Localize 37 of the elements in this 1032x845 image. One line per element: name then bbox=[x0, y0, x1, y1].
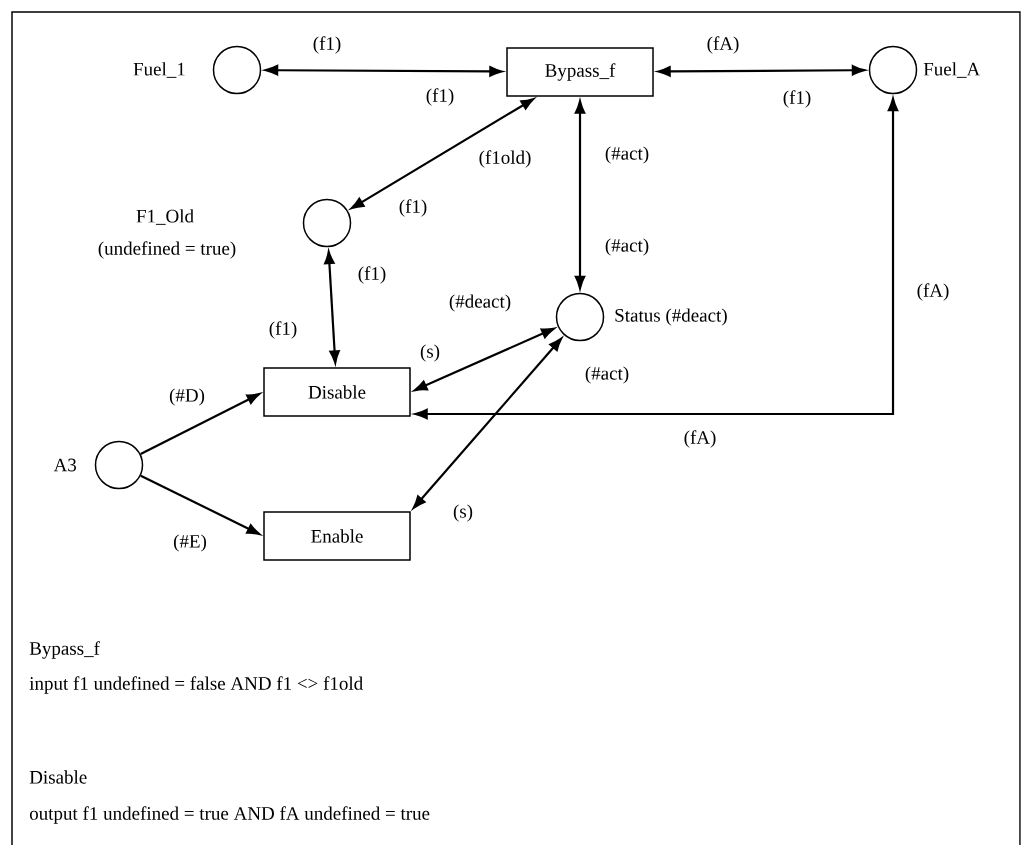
place-circle bbox=[555, 292, 605, 342]
edge-label: (#act) bbox=[583, 365, 631, 385]
transition-box: Disable bbox=[263, 367, 411, 417]
node-caption: A3 bbox=[53, 458, 77, 472]
annotation-text: output f1 undefined = true AND fA undefined = true bbox=[28, 805, 431, 825]
edge-label: (fA) bbox=[705, 35, 741, 55]
annotation-text: Disable bbox=[28, 769, 89, 785]
place-circle bbox=[302, 198, 352, 248]
transition-box: Enable bbox=[263, 511, 411, 561]
edge-label: (f1) bbox=[356, 265, 388, 285]
transition-box: Bypass_f bbox=[506, 47, 654, 97]
arrow bbox=[574, 100, 586, 290]
edge-label: (f1) bbox=[311, 35, 343, 55]
place-circle bbox=[94, 440, 144, 490]
edge-label: (fA) bbox=[915, 282, 951, 302]
edge-label: (#D) bbox=[168, 387, 206, 407]
arrow bbox=[350, 98, 535, 210]
place-circle bbox=[868, 45, 918, 95]
inscription-text: (f1) bbox=[424, 87, 456, 107]
node-caption: (undefined = true) bbox=[98, 241, 236, 259]
annotation-text: input f1 undefined = false AND f1 <> f1old bbox=[28, 675, 365, 695]
node-caption: Status (#deact) bbox=[615, 308, 727, 326]
edge-label: (#act) bbox=[603, 145, 651, 165]
inscription-text: (fA) bbox=[682, 429, 718, 449]
arrow bbox=[140, 474, 261, 535]
node-caption: Fuel_1 bbox=[133, 62, 185, 78]
annotation-text: Bypass_f bbox=[28, 640, 101, 660]
arrow bbox=[140, 393, 261, 456]
node-caption: F1_Old bbox=[136, 209, 194, 225]
node-caption: Fuel_A bbox=[923, 62, 981, 78]
place-circle bbox=[212, 45, 262, 95]
edge-label: (#E) bbox=[172, 533, 208, 553]
arrow bbox=[414, 97, 899, 420]
inscription-text: (f1) bbox=[267, 320, 299, 340]
edge-label: (f1old) bbox=[477, 149, 533, 169]
inscription-text: (s) bbox=[452, 503, 475, 523]
edge-label: (#deact) bbox=[447, 293, 513, 313]
